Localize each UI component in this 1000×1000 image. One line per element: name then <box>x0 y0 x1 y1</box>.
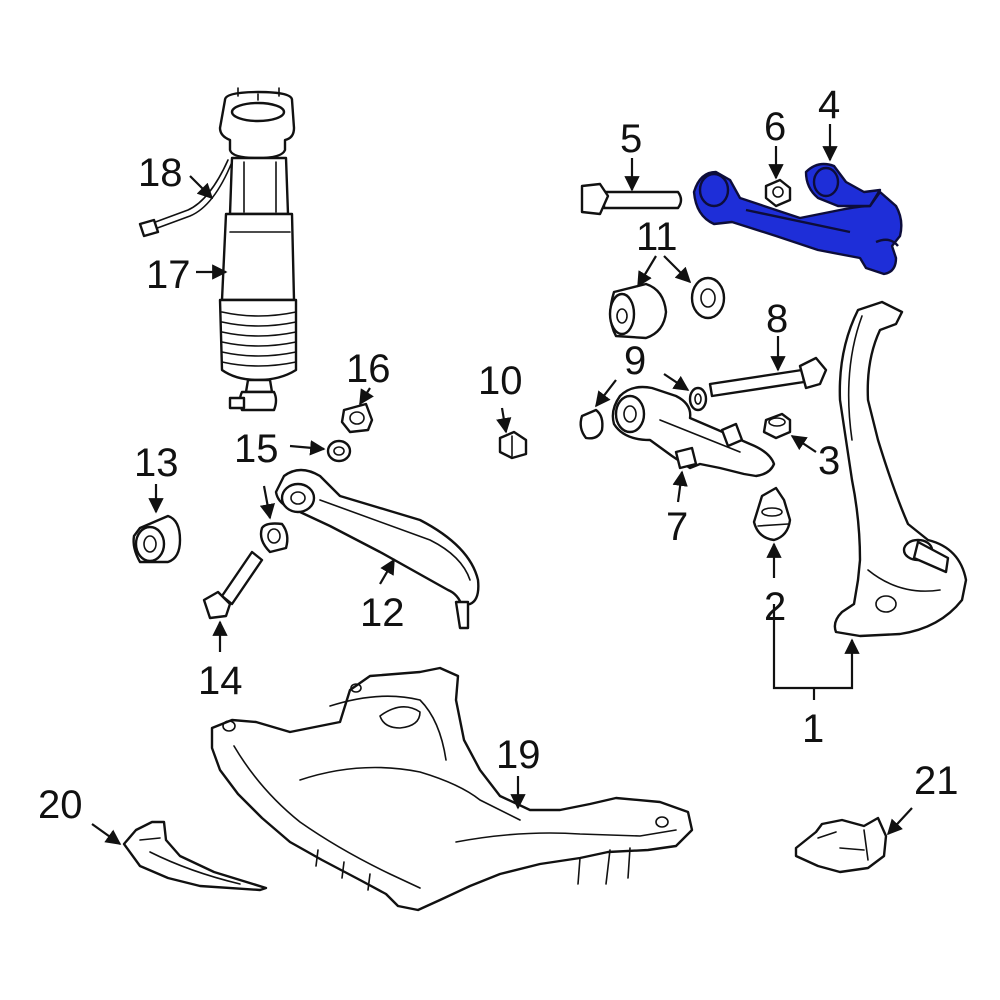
callout-19: 19 <box>496 733 541 777</box>
air-strut[interactable] <box>138 87 298 412</box>
callout-15: 15 <box>234 427 279 471</box>
callout-9: 9 <box>624 339 646 383</box>
callout-10: 10 <box>478 359 523 403</box>
ball-joint-2[interactable] <box>752 486 792 542</box>
callout-numbers: 1 2 3 4 5 6 7 8 9 10 11 12 13 14 15 16 1… <box>38 83 959 827</box>
callout-11: 11 <box>636 215 678 259</box>
bushing-11[interactable] <box>608 276 726 340</box>
callout-20: 20 <box>38 783 83 827</box>
bolt-5[interactable] <box>580 182 683 216</box>
callout-7: 7 <box>666 505 688 549</box>
callout-4: 4 <box>818 83 840 127</box>
bump-stop-3[interactable] <box>762 412 792 440</box>
callout-6: 6 <box>764 105 786 149</box>
callout-3: 3 <box>818 439 840 483</box>
bolt-8[interactable] <box>708 356 828 398</box>
callout-12: 12 <box>360 591 405 635</box>
washer-9[interactable] <box>579 386 708 440</box>
callout-16: 16 <box>346 347 391 391</box>
callout-18: 18 <box>138 151 183 195</box>
nut-16[interactable] <box>340 402 374 434</box>
callout-1: 1 <box>802 707 824 751</box>
steering-knuckle-1[interactable] <box>833 300 968 638</box>
nut-6[interactable] <box>764 178 792 208</box>
lower-control-arm-12[interactable] <box>259 468 480 630</box>
nut-10[interactable] <box>498 430 528 460</box>
washer-15[interactable] <box>326 439 352 463</box>
callout-8: 8 <box>766 297 788 341</box>
callout-13: 13 <box>134 441 179 485</box>
leader-lines <box>91 124 913 845</box>
shield-20[interactable] <box>122 820 268 892</box>
callout-14: 14 <box>198 659 243 703</box>
bolt-14[interactable] <box>202 550 264 620</box>
callout-5: 5 <box>620 117 642 161</box>
callout-21: 21 <box>914 759 959 803</box>
subframe-19[interactable] <box>210 666 694 912</box>
control-arm-7[interactable] <box>611 385 776 478</box>
upper-control-arm-4-highlighted[interactable] <box>692 162 903 276</box>
shield-21[interactable] <box>794 816 888 874</box>
bushing-13[interactable] <box>132 514 182 564</box>
callout-17: 17 <box>146 253 191 297</box>
callout-2: 2 <box>764 585 786 629</box>
